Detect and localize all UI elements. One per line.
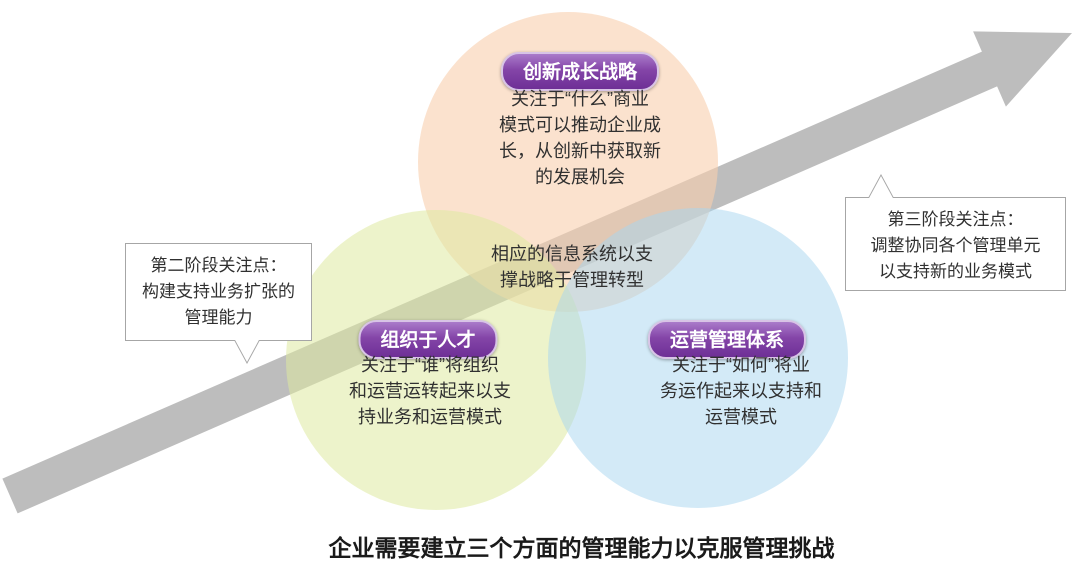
text-line: 长，从创新中获取新 (499, 141, 661, 161)
text-line: 关注于“如何”将业 (672, 355, 810, 375)
text-line: 务运作起来以支持和 (660, 381, 822, 401)
callout-phase2-pointer (234, 338, 260, 364)
text-line: 第三阶段关注点： (887, 210, 1024, 229)
diagram-caption: 企业需要建立三个方面的管理能力以克服管理挑战 (328, 535, 835, 561)
callout-phase3: 第三阶段关注点： 调整协同各个管理单元 以支持新的业务模式 (845, 174, 1066, 291)
badge-innovation-strategy: 创新成长战略 (500, 52, 660, 91)
circle-organization (286, 210, 586, 510)
text-line: 管理能力 (184, 308, 253, 327)
text-line: 构建支持业务扩张的 (142, 282, 295, 301)
badge-operations-system: 运营管理体系 (647, 320, 807, 359)
badge-organization-talent: 组织于人才 (358, 320, 498, 359)
circle-operations-text: 关注于“如何”将业 务运作起来以支持和 运营模式 (636, 352, 846, 430)
callout-phase3-pointer (868, 174, 894, 200)
text-line: 关注于“谁”将组织 (361, 355, 499, 375)
circle-innovation-text: 关注于“什么”商业 模式可以推动企业成 长，从创新中获取新 的发展机会 (475, 86, 685, 190)
text-line: 以支持新的业务模式 (879, 262, 1032, 281)
circle-organization-text: 关注于“谁”将组织 和运营运转起来以支 持业务和运营模式 (325, 352, 535, 430)
text-line: 撑战略于管理转型 (500, 270, 644, 290)
text-line: 持业务和运营模式 (358, 407, 502, 427)
text-line: 第二阶段关注点： (150, 256, 287, 275)
text-line: 运营模式 (705, 407, 777, 427)
callout-phase2: 第二阶段关注点： 构建支持业务扩张的 管理能力 (125, 243, 312, 364)
text-line: 关注于“什么”商业 (511, 89, 649, 109)
text-line: 模式可以推动企业成 (499, 115, 661, 135)
text-line: 和运营运转起来以支 (349, 381, 511, 401)
text-line: 的发展机会 (535, 167, 625, 187)
center-overlap-text: 相应的信息系统以支 撑战略于管理转型 (467, 241, 677, 293)
text-line: 相应的信息系统以支 (491, 244, 653, 264)
text-line: 调整协同各个管理单元 (870, 236, 1041, 255)
